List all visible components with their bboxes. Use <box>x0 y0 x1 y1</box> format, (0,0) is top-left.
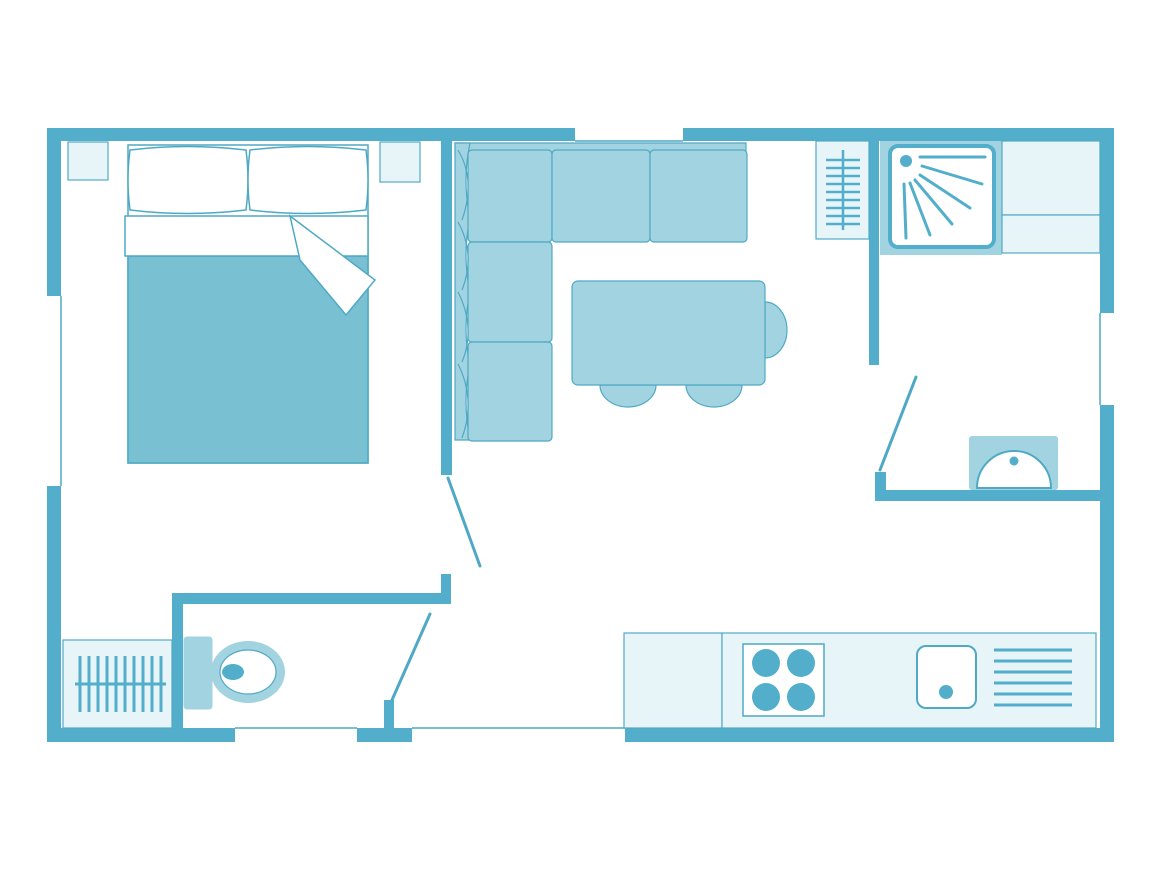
washbasin-bowl <box>975 450 1053 489</box>
door-icon <box>878 375 918 472</box>
cooktop-icon <box>742 643 825 717</box>
sofa-seat-4 <box>467 241 553 343</box>
wall-right-lower <box>1100 405 1114 742</box>
toilet-cistern <box>183 636 213 710</box>
wall-bottom-right <box>625 728 1114 742</box>
shower-icon <box>880 141 1002 255</box>
door-icon <box>390 612 432 702</box>
kitchen-counter <box>623 632 1097 729</box>
wall-toilet-left <box>172 593 183 730</box>
wall-bottom-mid <box>357 728 412 742</box>
drainboard <box>994 648 1072 707</box>
sofa-seat-3 <box>649 149 748 243</box>
door-icon <box>446 476 482 568</box>
bed-icon <box>124 144 377 464</box>
pillow-right <box>247 145 369 215</box>
wall-toilet-right-stub <box>384 700 394 730</box>
sofa-seat-5 <box>467 341 553 442</box>
wall-left-lower <box>47 486 61 742</box>
burner <box>752 683 780 711</box>
wall-bottom-left <box>47 728 235 742</box>
wall-right-upper <box>1100 128 1114 313</box>
wall-left-upper <box>47 128 61 296</box>
stool-right <box>764 301 788 359</box>
interior-walls <box>172 141 1100 730</box>
washbasin-drain <box>1009 456 1019 466</box>
sink-icon <box>916 645 1072 709</box>
radiator-icon <box>62 639 173 729</box>
wall-top-right <box>683 128 1114 141</box>
cabinet-upper <box>1001 140 1101 216</box>
burner <box>787 683 815 711</box>
bathroom-cabinet <box>1001 140 1101 254</box>
burner <box>787 649 815 677</box>
toilet-seat <box>219 649 277 695</box>
stool-bottom-right <box>685 384 743 408</box>
stool-bottom-left <box>599 384 657 408</box>
sofa-seat-2 <box>551 149 651 243</box>
bed-corner-turndown <box>288 214 377 317</box>
nightstand-right <box>379 141 421 183</box>
shower-drain <box>900 155 912 167</box>
wall-bedroom-partition <box>441 141 452 475</box>
table-icon <box>571 280 788 408</box>
wall-shower-bottom <box>875 490 1100 501</box>
kitchen-sink-bowl <box>916 645 977 709</box>
outer-walls <box>47 128 1114 742</box>
burner <box>752 649 780 677</box>
doors <box>390 375 918 702</box>
nightstand-left <box>67 141 109 181</box>
pillow-left <box>127 145 249 215</box>
sink-icon <box>969 436 1058 490</box>
wall-toilet-stub <box>441 574 451 604</box>
toilet-icon <box>183 636 285 710</box>
counter-left <box>623 632 723 729</box>
toilet-drain <box>222 664 244 680</box>
sofa-icon <box>454 142 748 442</box>
wall-shower-left-stub <box>875 472 886 501</box>
windows <box>60 140 1101 729</box>
kitchen-sink-drain <box>939 685 953 699</box>
shower-tray <box>888 144 996 249</box>
sofa-seat-1 <box>467 149 553 243</box>
wall-toilet-top <box>172 593 451 604</box>
radiator-icon <box>815 140 870 240</box>
wall-shower-left <box>869 141 879 365</box>
dining-table <box>571 280 766 386</box>
bedroom <box>62 141 421 729</box>
wall-top-left <box>47 128 575 141</box>
cabinet-lower <box>1001 214 1101 254</box>
